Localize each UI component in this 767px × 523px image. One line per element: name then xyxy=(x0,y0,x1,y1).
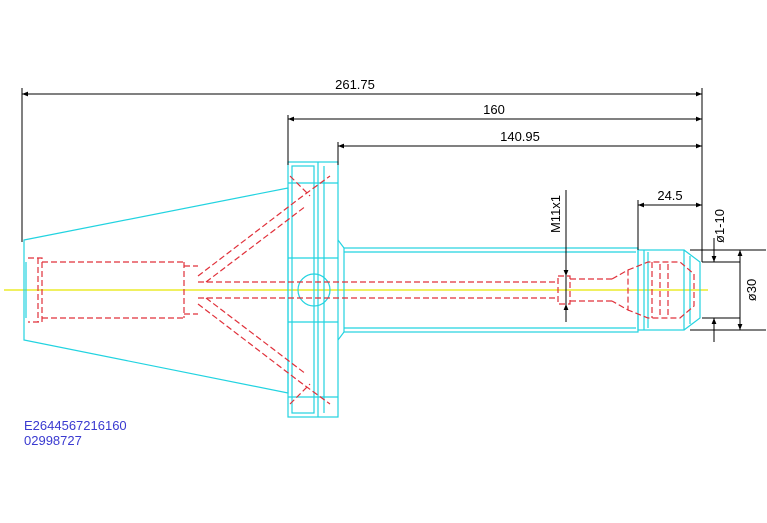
dim-flange-to-tip: 160 xyxy=(483,102,505,117)
dim-nut-diameter: ø30 xyxy=(744,279,759,301)
article-number: E2644567216160 xyxy=(24,418,127,433)
order-number: 02998727 xyxy=(24,433,82,448)
dim-nut-length: 24.5 xyxy=(657,188,682,203)
dim-shank-to-tip: 140.95 xyxy=(500,129,540,144)
dimension-lines xyxy=(21,88,766,342)
dim-overall-length: 261.75 xyxy=(335,77,375,92)
hidden-lines xyxy=(28,175,695,405)
dim-clamp-range: ø1-10 xyxy=(712,209,727,243)
tool-holder-outline xyxy=(23,161,701,418)
dim-thread: M11x1 xyxy=(548,195,563,233)
